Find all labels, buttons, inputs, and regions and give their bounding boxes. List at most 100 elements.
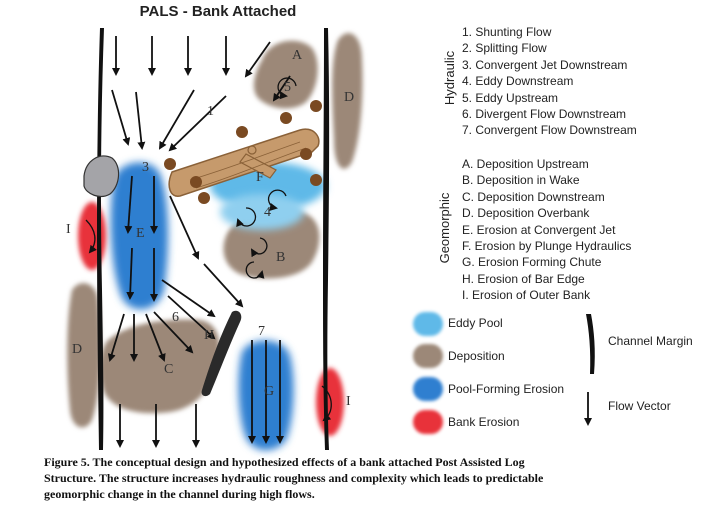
- flow-vector: [168, 95, 227, 152]
- eddy-swirl-b2: [245, 261, 265, 279]
- posts: [164, 100, 322, 204]
- bank-eddy-right: [321, 385, 332, 422]
- geomorphic-item: C. Deposition Downstream: [462, 189, 605, 204]
- legend-deposition: Deposition: [448, 349, 505, 363]
- flow-vector: [272, 75, 291, 102]
- diagram-title: PALS - Bank Attached: [139, 3, 297, 20]
- geomorphic-item: F. Erosion by Plunge Hydraulics: [462, 238, 632, 253]
- deposition-d-left: [67, 283, 101, 428]
- figure-caption: Figure 5. The conceptual design and hypo…: [44, 454, 704, 502]
- flow-vector: [135, 91, 146, 150]
- flow-vector: [153, 311, 194, 354]
- log-grain: [189, 141, 307, 189]
- flow-vector: [158, 89, 195, 150]
- geomorphic-list: A. Deposition Upstream B. Deposition in …: [462, 156, 631, 304]
- label-a: A: [292, 48, 303, 63]
- channel-margin-glyph: [586, 314, 595, 374]
- geomorphic-item: B. Deposition in Wake: [462, 173, 580, 188]
- caption-line-2: Structure. The structure increases hydra…: [44, 471, 544, 485]
- flow-vector: [145, 313, 166, 362]
- bank-rock: [83, 155, 120, 198]
- post: [310, 174, 322, 186]
- post: [190, 176, 202, 188]
- post: [198, 192, 210, 204]
- bank-eddy-left: [85, 219, 97, 254]
- flow-vector: [107, 313, 125, 362]
- eddy-swirl-4b: [267, 189, 287, 211]
- bar-edge-h: [201, 310, 242, 397]
- label-i-left: I: [66, 222, 71, 237]
- caption-line-3: geomorphic change in the channel during …: [44, 487, 315, 501]
- flow-vector: [203, 263, 244, 308]
- label-6: 6: [172, 310, 179, 325]
- label-1: 1: [207, 104, 214, 119]
- post: [236, 126, 248, 138]
- post: [310, 100, 322, 112]
- post: [164, 158, 176, 170]
- label-5: 5: [284, 80, 291, 95]
- eddy-swirl-5: [277, 77, 297, 100]
- legend-glyphs: [584, 314, 595, 426]
- legend-eddy-pool: Eddy Pool: [448, 316, 503, 330]
- flow-vector: [111, 89, 131, 146]
- deposition-areas: [67, 33, 363, 428]
- label-i-right: I: [346, 394, 351, 409]
- hydraulic-item: 5. Eddy Upstream: [462, 90, 559, 105]
- channel-margin-left: [97, 28, 104, 450]
- channel-margins: [97, 28, 330, 450]
- geomorphic-item: I. Erosion of Outer Bank: [462, 288, 591, 303]
- deposition-c: [99, 319, 220, 414]
- label-d-left: D: [72, 342, 83, 357]
- bank-erosion-i-right: [316, 368, 344, 436]
- geomorphic-item: H. Erosion of Bar Edge: [462, 271, 585, 286]
- hydraulic-item: 6. Divergent Flow Downstream: [462, 106, 627, 121]
- hydraulic-item: 4. Eddy Downstream: [462, 74, 574, 89]
- label-b: B: [276, 250, 286, 265]
- log-structure: [168, 128, 320, 197]
- label-e: E: [136, 226, 145, 241]
- bank-erosion-i-left: [78, 202, 106, 270]
- deposition-d-top: [332, 33, 363, 169]
- eddy-swirl-4a: [236, 207, 257, 227]
- geomorphic-heading: Geomorphic: [437, 192, 452, 264]
- flow-vector: [126, 247, 135, 300]
- flow-vector: [169, 195, 200, 260]
- post: [280, 112, 292, 124]
- geomorphic-item: G. Erosion Forming Chute: [462, 255, 602, 270]
- label-4: 4: [264, 205, 271, 220]
- legend-pool-forming: Pool-Forming Erosion: [448, 382, 565, 396]
- label-h: H: [204, 328, 215, 343]
- eddy-pool-swatch: [413, 312, 443, 336]
- eddy-swirls: [85, 77, 332, 422]
- deposition-a: [253, 40, 318, 109]
- erosion-areas: [78, 162, 344, 451]
- geomorphic-item: A. Deposition Upstream: [462, 157, 589, 171]
- deposition-swatch: [413, 344, 443, 368]
- hydraulic-item: 1. Shunting Flow: [462, 25, 552, 39]
- flow-vector: [167, 295, 216, 340]
- legend-channel-margin: Channel Margin: [608, 334, 693, 348]
- label-d-top: D: [344, 90, 355, 105]
- post: [300, 148, 312, 160]
- flow-vector: [244, 41, 271, 78]
- channel-margin-right: [323, 28, 330, 450]
- hydraulic-item: 7. Convergent Flow Downstream: [462, 123, 637, 138]
- geomorphic-item: E. Erosion at Convergent Jet: [462, 222, 616, 237]
- legend-flow-vector: Flow Vector: [608, 399, 671, 413]
- hydraulic-item: 3. Convergent Jet Downstream: [462, 57, 628, 72]
- eddy-swirl-b1: [250, 237, 268, 258]
- eddy-pool-4: [220, 194, 304, 230]
- bank-erosion-swatch: [413, 410, 443, 434]
- flow-vector: [124, 175, 133, 234]
- label-7: 7: [258, 324, 265, 339]
- label-3: 3: [142, 160, 149, 175]
- flow-vector: [161, 279, 216, 318]
- hydraulic-item: 2. Splitting Flow: [462, 41, 547, 56]
- label-c: C: [164, 362, 174, 377]
- caption-line-1: Figure 5. The conceptual design and hypo…: [44, 455, 525, 469]
- pool-forming-swatch: [413, 377, 443, 401]
- label-f: F: [256, 170, 264, 185]
- log-knot: [247, 145, 257, 155]
- geomorphic-item: D. Deposition Overbank: [462, 206, 590, 221]
